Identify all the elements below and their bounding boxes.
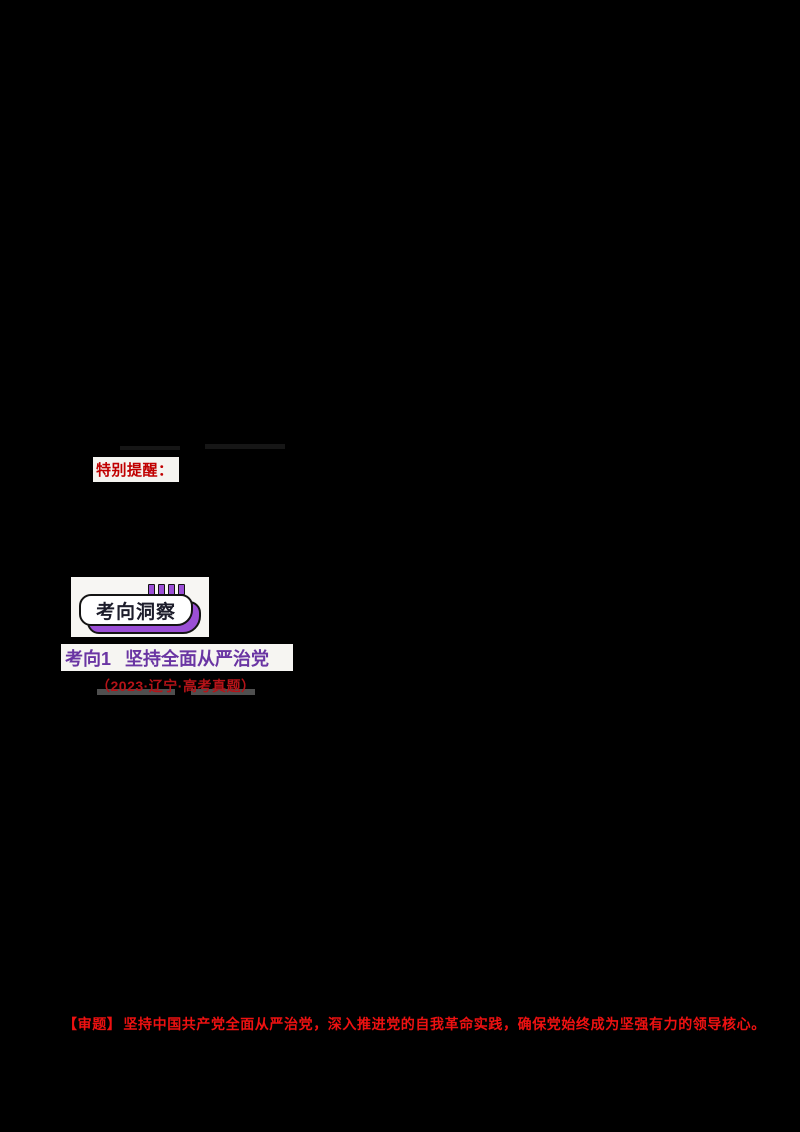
binder-tab-icon xyxy=(168,584,175,595)
binder-tab-icon xyxy=(158,584,165,595)
special-reminder-label: 特别提醒： xyxy=(96,462,174,479)
binder-tab-icon xyxy=(148,584,155,595)
exam-direction-badge: 考向洞察 xyxy=(71,577,209,637)
exam-direction-heading: 考向1 坚持全面从严治党 xyxy=(61,644,293,671)
highlight-underlay xyxy=(191,689,255,695)
heading-number: 考向1 xyxy=(65,648,112,669)
scan-artifact xyxy=(120,446,180,450)
scan-artifact xyxy=(205,444,285,449)
analysis-text: 坚持中国共产党全面从严治党，深入推进党的自我革命实践，确保党始终成为坚强有力的领… xyxy=(123,1016,766,1032)
exam-source: （2023·辽宁·高考真题） xyxy=(96,676,255,696)
exam-source-text: （2023·辽宁·高考真题） xyxy=(96,678,256,694)
highlight-underlay xyxy=(97,689,175,695)
binder-tab-icon xyxy=(178,584,185,595)
badge-face: 考向洞察 xyxy=(79,594,193,626)
binder-tabs-icon xyxy=(148,584,185,595)
badge-label: 考向洞察 xyxy=(95,601,176,623)
analysis-tag: 【审题】 xyxy=(63,1016,122,1032)
analysis-line: 【审题】 坚持中国共产党全面从严治党，深入推进党的自我革命实践，确保党始终成为坚… xyxy=(63,1014,765,1034)
heading-title: 坚持全面从严治党 xyxy=(125,648,270,669)
special-reminder-patch: 特别提醒： xyxy=(93,457,179,482)
